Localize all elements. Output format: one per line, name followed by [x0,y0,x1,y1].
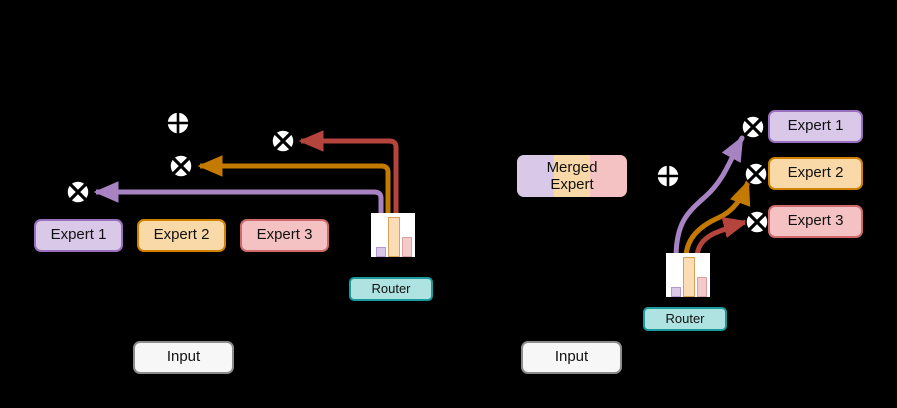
left-product-node-expert1 [66,180,90,204]
right-input-label: Input [554,348,589,366]
left-expert-3-box[interactable]: Expert 3 [240,219,329,252]
hist-bar-expert3 [402,237,412,257]
merged-expert-label: Merged Expert [546,158,598,193]
right-routing-arrow-expert2 [683,179,751,261]
right-expert-2-box[interactable]: Expert 2 [768,157,863,190]
hist-bar-expert2 [683,257,695,297]
left-expert-2-label: Expert 2 [153,226,210,244]
left-router-label: Router [371,280,411,296]
merged-expert-box[interactable]: Merged Expert [517,155,627,197]
hist-bar-expert1 [376,247,386,257]
right-product-node-expert1 [741,115,765,139]
right-router-label: Router [665,310,705,326]
left-router-box[interactable]: Router [349,277,433,301]
left-input-label: Input [166,348,201,366]
right-expert-1-label: Expert 1 [787,117,844,135]
right-router-box[interactable]: Router [643,307,727,331]
right-expert-3-box[interactable]: Expert 3 [768,205,863,238]
left-expert-1-label: Expert 1 [50,226,107,244]
left-expert-3-label: Expert 3 [256,226,313,244]
left-product-node-expert3 [271,129,295,153]
left-router-weights-histogram-icon [371,213,415,257]
right-expert-1-box[interactable]: Expert 1 [768,110,863,143]
left-sum-node [166,111,190,135]
left-expert-2-box[interactable]: Expert 2 [137,219,226,252]
left-routing-arrow-expert2 [197,155,391,218]
hist-bar-expert2 [388,217,400,257]
right-router-weights-histogram-icon [666,253,710,297]
left-input-box[interactable]: Input [133,341,234,374]
hist-bar-expert3 [697,277,707,297]
right-sum-node [656,164,680,188]
merged-expert-color-bands [517,155,627,197]
left-routing-arrow-expert1 [93,181,384,218]
right-input-box[interactable]: Input [521,341,622,374]
left-routing-arrow-expert3 [298,130,399,218]
right-expert-3-label: Expert 3 [787,212,844,230]
right-expert-2-label: Expert 2 [787,164,844,182]
right-product-node-expert3 [745,210,769,234]
left-expert-1-box[interactable]: Expert 1 [34,219,123,252]
right-product-node-expert2 [744,162,768,186]
left-product-node-expert2 [169,154,193,178]
right-routing-arrow-expert1 [673,135,745,261]
hist-bar-expert1 [671,287,681,297]
right-routing-arrow-expert3 [694,217,749,261]
